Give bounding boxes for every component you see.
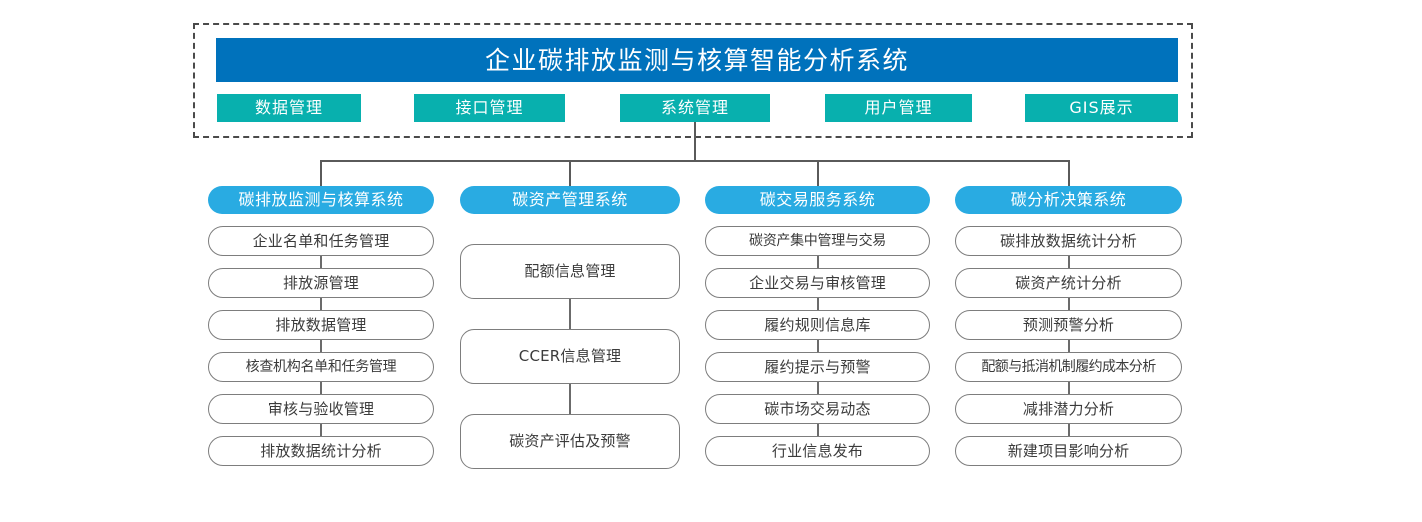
- connector-branch-line: [817, 160, 819, 188]
- nav-button-label: 数据管理: [254, 98, 323, 117]
- module-label: 审核与验收管理: [267, 399, 375, 418]
- module-label: 新建项目影响分析: [1007, 441, 1130, 460]
- module-label: 碳资产集中管理与交易: [749, 233, 886, 249]
- module-item[interactable]: 履约提示与预警: [705, 352, 930, 382]
- subsystem-title: 碳排放监测与核算系统: [238, 190, 404, 209]
- connector-branch-line: [320, 160, 322, 188]
- subsystem-header[interactable]: 碳资产管理系统: [460, 186, 680, 214]
- module-label: 碳市场交易动态: [764, 399, 871, 418]
- subsystem-title: 碳分析决策系统: [1010, 190, 1127, 209]
- module-label: CCER信息管理: [518, 347, 622, 365]
- module-label: 排放数据统计分析: [260, 441, 382, 460]
- module-label: 碳排放数据统计分析: [1000, 231, 1137, 250]
- module-item[interactable]: 减排潜力分析: [955, 394, 1182, 424]
- module-item[interactable]: 碳资产评估及预警: [460, 414, 680, 469]
- module-item[interactable]: 预测预警分析: [955, 310, 1182, 340]
- module-item[interactable]: 排放源管理: [208, 268, 434, 298]
- module-item[interactable]: 履约规则信息库: [705, 310, 930, 340]
- connector-horizontal-bus: [320, 160, 1070, 162]
- module-label: 配额信息管理: [524, 262, 616, 280]
- module-item[interactable]: 核查机构名单和任务管理: [208, 352, 434, 382]
- subsystem-column-carbon-asset: 碳资产管理系统 配额信息管理 CCER信息管理 碳资产评估及预警: [460, 186, 680, 469]
- subsystem-header[interactable]: 碳排放监测与核算系统: [208, 186, 434, 214]
- module-label: 减排潜力分析: [1022, 399, 1115, 418]
- connector-trunk-line: [694, 122, 696, 162]
- subsystem-header[interactable]: 碳交易服务系统: [705, 186, 930, 214]
- nav-button-system-management[interactable]: 系统管理: [620, 94, 770, 122]
- module-item[interactable]: 碳市场交易动态: [705, 394, 930, 424]
- nav-button-user-management[interactable]: 用户管理: [825, 94, 972, 122]
- module-item[interactable]: 碳资产集中管理与交易: [705, 226, 930, 256]
- nav-button-label: 用户管理: [864, 98, 933, 117]
- module-label: 企业名单和任务管理: [252, 231, 390, 250]
- module-item[interactable]: 配额信息管理: [460, 244, 680, 299]
- nav-button-label: GIS展示: [1069, 98, 1134, 117]
- subsystem-module-list: 碳排放数据统计分析 碳资产统计分析 预测预警分析 配额与抵消机制履约成本分析 减…: [955, 226, 1182, 466]
- module-label: 排放数据管理: [275, 315, 367, 334]
- subsystem-title: 碳资产管理系统: [512, 190, 628, 209]
- module-item[interactable]: 排放数据统计分析: [208, 436, 434, 466]
- module-label: 碳资产统计分析: [1015, 273, 1122, 292]
- connector-branch-line: [1068, 160, 1070, 188]
- module-item[interactable]: 排放数据管理: [208, 310, 434, 340]
- module-item[interactable]: 新建项目影响分析: [955, 436, 1182, 466]
- connector-branch-line: [569, 160, 571, 188]
- module-item[interactable]: 配额与抵消机制履约成本分析: [955, 352, 1182, 382]
- module-item[interactable]: 企业名单和任务管理: [208, 226, 434, 256]
- module-label: 履约规则信息库: [764, 315, 871, 334]
- page-title: 企业碳排放监测与核算智能分析系统: [484, 45, 909, 75]
- subsystem-header[interactable]: 碳分析决策系统: [955, 186, 1182, 214]
- module-label: 行业信息发布: [771, 441, 864, 460]
- subsystem-module-list: 碳资产集中管理与交易 企业交易与审核管理 履约规则信息库 履约提示与预警 碳市场…: [705, 226, 930, 466]
- nav-button-data-management[interactable]: 数据管理: [217, 94, 361, 122]
- subsystem-column-carbon-analysis: 碳分析决策系统 碳排放数据统计分析 碳资产统计分析 预测预警分析 配额与抵消机制…: [955, 186, 1182, 466]
- module-label: 排放源管理: [282, 273, 359, 292]
- subsystem-column-carbon-trading: 碳交易服务系统 碳资产集中管理与交易 企业交易与审核管理 履约规则信息库 履约提…: [705, 186, 930, 466]
- module-item[interactable]: CCER信息管理: [460, 329, 680, 384]
- module-label: 预测预警分析: [1022, 315, 1115, 334]
- module-label: 核查机构名单和任务管理: [245, 359, 397, 375]
- module-item[interactable]: 碳排放数据统计分析: [955, 226, 1182, 256]
- module-label: 企业交易与审核管理: [749, 273, 886, 292]
- module-label: 配额与抵消机制履约成本分析: [981, 359, 1156, 375]
- nav-button-interface-management[interactable]: 接口管理: [414, 94, 565, 122]
- nav-button-gis-display[interactable]: GIS展示: [1025, 94, 1178, 122]
- nav-button-label: 系统管理: [660, 98, 729, 117]
- module-label: 碳资产评估及预警: [509, 432, 631, 450]
- subsystem-title: 碳交易服务系统: [759, 190, 876, 209]
- module-item[interactable]: 审核与验收管理: [208, 394, 434, 424]
- subsystem-module-list: 企业名单和任务管理 排放源管理 排放数据管理 核查机构名单和任务管理 审核与验收…: [208, 226, 434, 466]
- module-label: 履约提示与预警: [764, 357, 871, 376]
- nav-button-label: 接口管理: [455, 98, 524, 117]
- module-item[interactable]: 行业信息发布: [705, 436, 930, 466]
- subsystem-column-emission-monitoring: 碳排放监测与核算系统 企业名单和任务管理 排放源管理 排放数据管理 核查机构名单…: [208, 186, 434, 466]
- module-item[interactable]: 企业交易与审核管理: [705, 268, 930, 298]
- system-title-banner: 企业碳排放监测与核算智能分析系统: [216, 38, 1178, 82]
- module-item[interactable]: 碳资产统计分析: [955, 268, 1182, 298]
- subsystem-module-list: 配额信息管理 CCER信息管理 碳资产评估及预警: [460, 244, 680, 469]
